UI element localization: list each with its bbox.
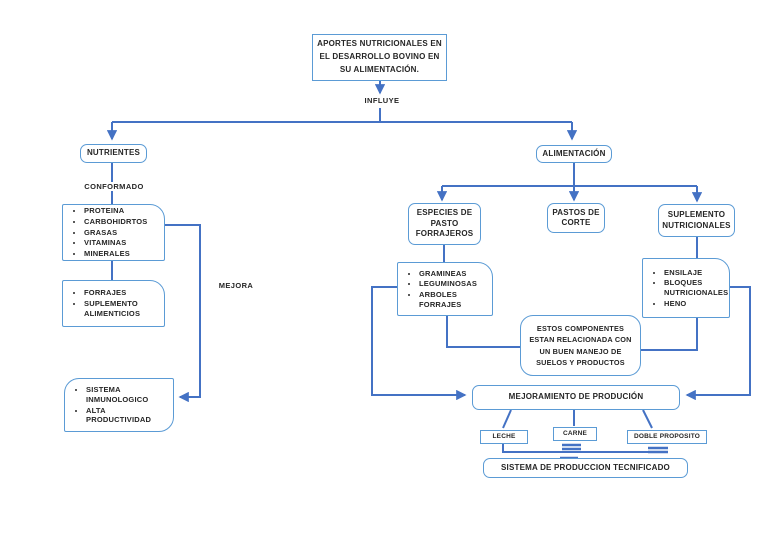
especies-text: ESPECIES DE PASTO FORRAJEROS	[415, 208, 474, 239]
pastos-text: PASTOS DE CORTE	[552, 207, 600, 227]
nota-text: ESTOS COMPONENTES ESTAN RELACIONADA CON …	[529, 323, 632, 367]
list-item: SISTEMA INMUNOLOGICO	[86, 385, 171, 405]
node-leche: LECHE	[480, 430, 528, 444]
mejoramiento-text: MEJORAMIENTO DE PRODUCIÓN	[508, 392, 644, 402]
list-item: CARBOHIDRTOS	[84, 217, 148, 227]
label-influye: INFLUYE	[356, 96, 408, 105]
node-componentes-list: PROTEINA CARBOHIDRTOS GRASAS VITAMINAS M…	[62, 204, 165, 261]
node-beneficios-list: SISTEMA INMUNOLOGICO ALTA PRODUCTIVIDAD	[64, 378, 174, 432]
node-doble-proposito: DOBLE PROPOSITO	[627, 430, 707, 444]
forrajes-items: FORRAJES SUPLEMENTO ALIMENTICIOS	[69, 287, 162, 319]
node-especies-pasto: ESPECIES DE PASTO FORRAJEROS	[408, 203, 481, 245]
node-alimentacion: ALIMENTACIÓN	[536, 145, 612, 163]
componentes-items: PROTEINA CARBOHIDRTOS GRASAS VITAMINAS M…	[69, 205, 148, 260]
edge-nota-ensilaje	[641, 318, 698, 351]
alimentacion-text: ALIMENTACIÓN	[542, 148, 606, 158]
node-gramineas-list: GRAMINEAS LEGUMINOSAS ARBOLES FORRAJES	[397, 262, 493, 316]
node-mejoramiento: MEJORAMIENTO DE PRODUCIÓN	[472, 385, 680, 410]
node-nutrientes: NUTRIENTES	[80, 144, 147, 163]
gramineas-items: GRAMINEAS LEGUMINOSAS ARBOLES FORRAJES	[404, 268, 490, 311]
node-title: APORTES NUTRICIONALES EN EL DESARROLLO B…	[312, 34, 447, 81]
edge-to-leche	[502, 409, 512, 429]
node-suplementos-list: ENSILAJE BLOQUES NUTRICIONALES HENO	[642, 258, 730, 318]
list-item: PROTEINA	[84, 206, 148, 216]
edge-to-doble	[642, 409, 653, 429]
list-item: ENSILAJE	[664, 268, 728, 278]
title-text: APORTES NUTRICIONALES EN EL DESARROLLO B…	[317, 39, 442, 74]
suplemento-text: SUPLEMENTO NUTRICIONALES	[662, 210, 731, 230]
doble-proposito-text: DOBLE PROPOSITO	[633, 432, 701, 440]
list-item: VITAMINAS	[84, 238, 148, 248]
edge-right-mejoramiento	[685, 286, 751, 401]
list-item: GRASAS	[84, 228, 148, 238]
node-suplemento-nutricionales: SUPLEMENTO NUTRICIONALES	[658, 204, 735, 237]
list-item: MINERALES	[84, 249, 148, 259]
list-item: ARBOLES FORRAJES	[419, 290, 490, 310]
edge-mejora	[165, 224, 201, 403]
list-item: SUPLEMENTO ALIMENTICIOS	[84, 299, 162, 319]
nutrientes-text: NUTRIENTES	[86, 148, 141, 158]
sistema-produccion-text: SISTEMA DE PRODUCCION TECNIFICADO	[501, 462, 670, 472]
list-item: GRAMINEAS	[419, 269, 490, 279]
carne-text: CARNE	[562, 429, 588, 437]
list-item: BLOQUES NUTRICIONALES	[664, 278, 728, 298]
node-nota-componentes: ESTOS COMPONENTES ESTAN RELACIONADA CON …	[520, 315, 641, 376]
list-item: HENO	[664, 299, 728, 309]
list-item: ALTA PRODUCTIVIDAD	[86, 406, 171, 426]
node-pastos-corte: PASTOS DE CORTE	[547, 203, 605, 233]
edge-gramineas-nota	[446, 316, 520, 348]
list-item: LEGUMINOSAS	[419, 279, 490, 289]
node-carne: CARNE	[553, 427, 597, 441]
label-conformado: CONFORMADO	[82, 182, 146, 191]
edge-products-bracket	[502, 444, 655, 453]
label-mejora: MEJORA	[213, 281, 259, 290]
node-forrajes-list: FORRAJES SUPLEMENTO ALIMENTICIOS	[62, 280, 165, 327]
list-item: FORRAJES	[84, 288, 162, 298]
edge-left-mejoramiento	[371, 286, 467, 401]
beneficios-items: SISTEMA INMUNOLOGICO ALTA PRODUCTIVIDAD	[71, 384, 171, 426]
node-sistema-produccion: SISTEMA DE PRODUCCION TECNIFICADO	[483, 458, 688, 478]
leche-text: LECHE	[492, 432, 516, 440]
suplementos-items: ENSILAJE BLOQUES NUTRICIONALES HENO	[649, 267, 728, 310]
